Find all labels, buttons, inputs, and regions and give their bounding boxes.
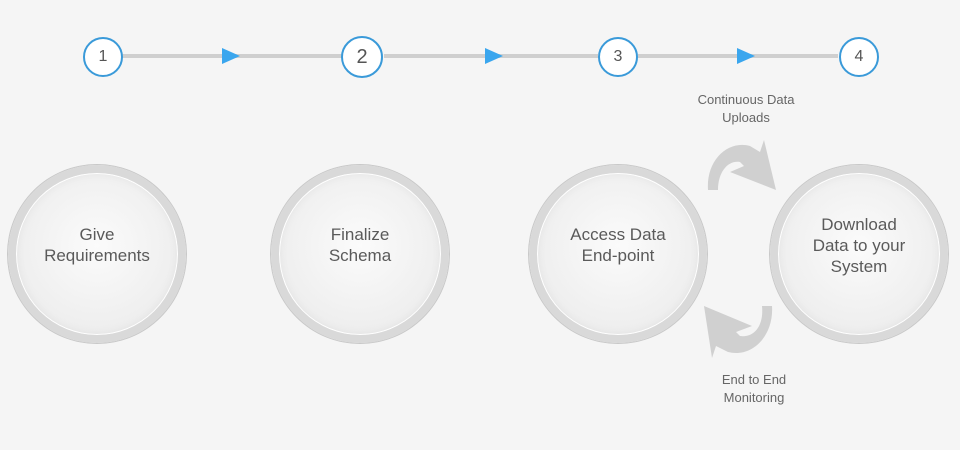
stage-label: Access Data End-point bbox=[570, 225, 666, 265]
cycle-arrow-top-icon bbox=[707, 140, 776, 190]
step-node-4: 4 bbox=[839, 37, 879, 77]
stage-label: Give Requirements bbox=[44, 225, 150, 265]
stage-label: Finalize Schema bbox=[328, 225, 392, 265]
step-node-1: 1 bbox=[83, 37, 123, 77]
stage-circle-requirements: Give Requirements bbox=[8, 165, 186, 343]
step-number: 2 bbox=[356, 45, 368, 68]
step-number: 3 bbox=[613, 48, 623, 65]
step-number: 4 bbox=[854, 48, 864, 65]
step-node-2: 2 bbox=[341, 36, 383, 78]
stage-label: Download Data to your System bbox=[812, 214, 906, 276]
cycle-arrow-bottom-icon bbox=[704, 306, 773, 358]
timeline-arrow-3-icon bbox=[737, 48, 755, 64]
step-node-3: 3 bbox=[598, 37, 638, 77]
step-number: 1 bbox=[98, 48, 108, 65]
cycle-label-uploads: Continuous Data Uploads bbox=[697, 92, 795, 125]
stage-circle-access-data: Access Data End-point bbox=[529, 165, 707, 343]
timeline-arrow-2-icon bbox=[485, 48, 503, 64]
cycle-label-monitoring: End to End Monitoring bbox=[721, 372, 787, 405]
stage-circle-download-data: Download Data to your System bbox=[770, 165, 948, 343]
timeline-arrow-1-icon bbox=[222, 48, 240, 64]
stage-circle-schema: Finalize Schema bbox=[271, 165, 449, 343]
